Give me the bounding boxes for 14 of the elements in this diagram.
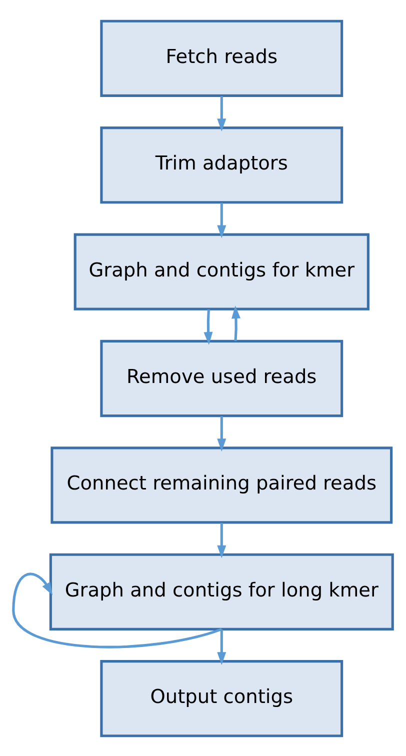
node-box: Remove used reads [100,339,344,417]
arrow [217,96,226,131]
arrow [232,305,241,341]
node-box: Graph and contigs for kmer [74,232,370,310]
arrow [217,629,226,664]
arrow [217,202,226,238]
node-box: Fetch reads [100,19,344,96]
node-box: Trim adaptors [100,126,344,204]
arrow [204,308,213,344]
node-box: Connect remaining paired reads [50,446,393,524]
node-box: Output contigs [100,660,344,737]
node-box: Graph and contigs for long kmer [49,552,394,630]
arrow [217,522,226,558]
arrow [217,416,226,452]
